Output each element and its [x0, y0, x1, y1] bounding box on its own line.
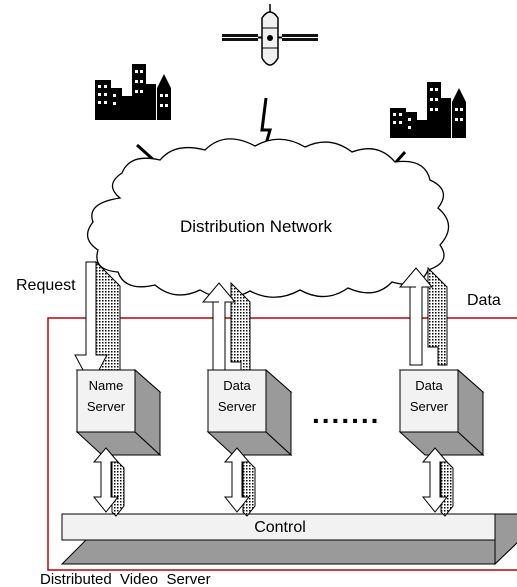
data-label: Data [467, 292, 501, 309]
control-double-arrow [223, 447, 256, 517]
control-double-arrow [421, 447, 454, 517]
server-name-line1: Name [89, 378, 124, 393]
city-buildings-icon [390, 82, 466, 138]
data-server-box [398, 368, 485, 457]
control-double-arrow [92, 447, 125, 517]
server-name-line2: Server [410, 399, 449, 414]
data-arrow [398, 266, 448, 366]
more-servers-ellipsis: ....... [312, 398, 380, 429]
data-server-box [206, 368, 293, 457]
system-caption: Distributed Video Server [40, 571, 211, 587]
control-label: Control [254, 519, 306, 536]
data-arrow [201, 281, 251, 381]
server-boundary [47, 317, 517, 571]
control-bus [60, 513, 517, 566]
server-name-line1: Data [223, 378, 251, 393]
server-name-line2: Server [218, 399, 257, 414]
distribution-network-cloud [86, 138, 450, 299]
network-label: Distribution Network [180, 217, 333, 236]
server-name-line2: Server [87, 399, 126, 414]
name-server-box [75, 368, 162, 457]
city-buildings-icon [95, 64, 171, 120]
server-name-line1: Data [415, 378, 443, 393]
satellite-icon [222, 4, 318, 66]
request-label: Request [16, 277, 76, 294]
